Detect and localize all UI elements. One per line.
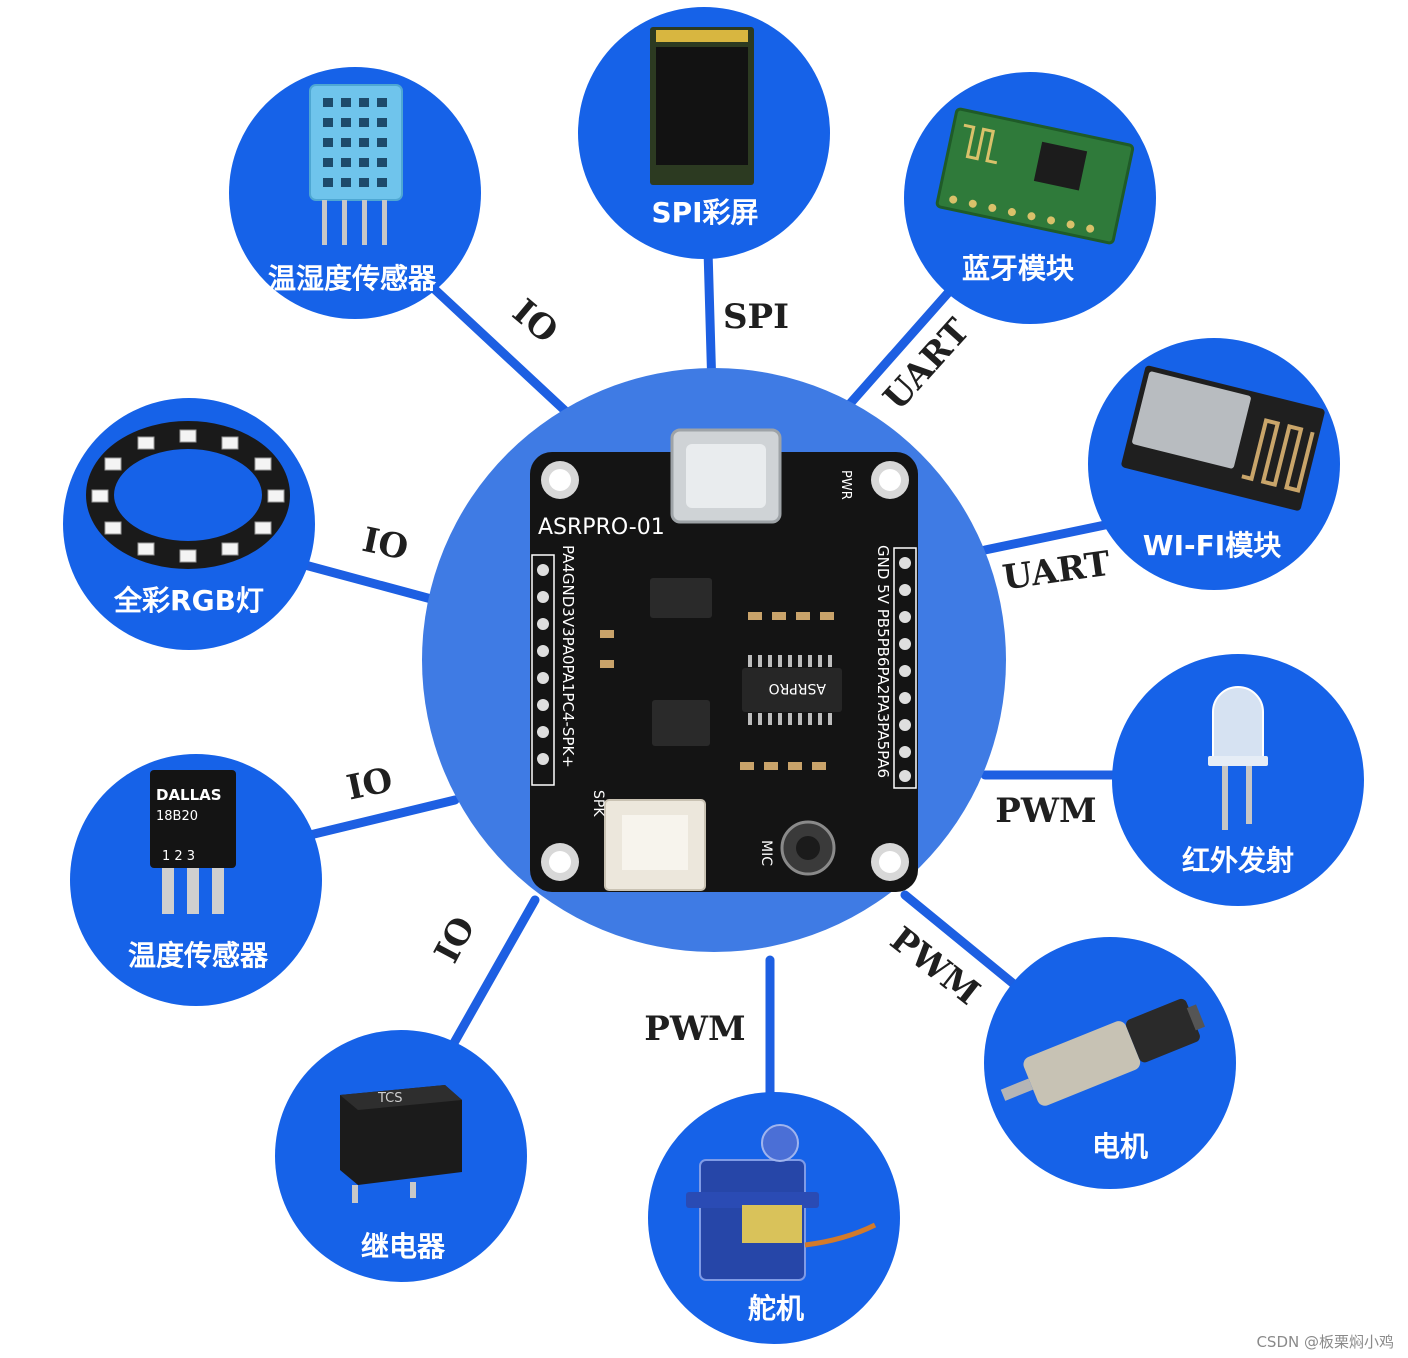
board-name: ASRPRO-01 bbox=[538, 515, 665, 540]
tft-screen-icon bbox=[650, 27, 754, 185]
chip-marking: ASRPRO bbox=[769, 680, 826, 696]
node-motor-label: 电机 bbox=[1092, 1130, 1148, 1163]
node-wifi: WI-FI模块 bbox=[1088, 338, 1340, 590]
dc-motor-icon bbox=[1000, 998, 1206, 1106]
connector-lines bbox=[300, 245, 1125, 1105]
spk-label: SPK bbox=[590, 790, 606, 817]
node-rgb: 全彩RGB灯 bbox=[63, 398, 315, 650]
rgb-ring-icon bbox=[86, 421, 290, 569]
node-ir-label: 红外发射 bbox=[1182, 844, 1294, 877]
right-pin-labels: GND 5V PB5PB6PA2PA3PA5PA6 bbox=[874, 545, 892, 778]
protocol-label-motor: PWM bbox=[883, 919, 988, 1013]
protocol-label-bt: UART bbox=[876, 311, 978, 418]
bluetooth-module-icon bbox=[935, 107, 1135, 245]
node-rgb-label: 全彩RGB灯 bbox=[113, 584, 264, 617]
node-spi: SPI彩屏 bbox=[578, 7, 830, 259]
node-spi-label: SPI彩屏 bbox=[651, 196, 758, 229]
node-bt: 蓝牙模块 bbox=[904, 72, 1156, 324]
wifi-module-icon bbox=[1121, 365, 1325, 511]
node-dht-label: 温湿度传感器 bbox=[268, 262, 437, 295]
protocol-label-temp: IO bbox=[343, 760, 396, 809]
protocol-label-dht: IO bbox=[505, 292, 566, 352]
connector-motor bbox=[900, 890, 1020, 990]
node-ir-circle bbox=[1112, 654, 1364, 906]
mic-label: MIC bbox=[758, 840, 774, 866]
node-temp: DALLAS 18B20 1 2 3 温度传感器 bbox=[70, 754, 322, 1006]
left-pin-labels: PA4GND3V3PA0PA1PC4-SPK+ bbox=[559, 545, 577, 768]
ds18b20-pins: 1 2 3 bbox=[162, 849, 195, 864]
node-servo-label: 舵机 bbox=[748, 1292, 804, 1325]
node-servo: 舵机 bbox=[648, 1092, 900, 1344]
chip-left bbox=[652, 700, 710, 746]
node-dht: 温湿度传感器 bbox=[229, 67, 481, 319]
connector-bt bbox=[835, 280, 960, 420]
protocol-label-wifi: UART bbox=[1000, 544, 1112, 599]
ds18b20-brand: DALLAS bbox=[156, 786, 222, 804]
protocol-label-ir: PWM bbox=[995, 791, 1096, 831]
asrpro-chip bbox=[742, 668, 842, 712]
pwr-label: PWR bbox=[838, 470, 853, 500]
servo-icon bbox=[686, 1124, 877, 1281]
relay-brand: TCS bbox=[377, 1091, 403, 1106]
connector-dht bbox=[425, 280, 580, 425]
relay-icon: TCS bbox=[340, 1085, 462, 1203]
connector-temp bbox=[305, 795, 460, 840]
node-ir: 红外发射 bbox=[1112, 654, 1364, 906]
node-wifi-label: WI-FI模块 bbox=[1143, 529, 1281, 562]
connector-rgb bbox=[300, 560, 440, 605]
hub: ASRPRO-01 PWR PA4GND3V3PA0PA1PC4-SPK+ GN… bbox=[422, 368, 1006, 952]
dht-sensor-icon bbox=[309, 84, 403, 245]
node-temp-label: 温度传感器 bbox=[128, 939, 269, 972]
ds18b20-model: 18B20 bbox=[156, 809, 198, 824]
chip-top bbox=[650, 578, 712, 618]
protocol-label-rgb: IO bbox=[359, 520, 412, 569]
connector-relay bbox=[445, 895, 540, 1055]
asrpro-board: ASRPRO-01 PWR PA4GND3V3PA0PA1PC4-SPK+ GN… bbox=[530, 428, 918, 892]
right-header bbox=[893, 547, 917, 789]
protocol-label-servo: PWM bbox=[644, 1009, 745, 1049]
node-motor: 电机 bbox=[984, 937, 1236, 1189]
protocol-label-relay: IO bbox=[427, 910, 484, 969]
watermark: CSDN @板栗焖小鸡 bbox=[1256, 1333, 1394, 1351]
node-relay-label: 继电器 bbox=[361, 1230, 446, 1263]
ir-led-icon bbox=[1208, 686, 1268, 830]
pcb bbox=[530, 452, 918, 892]
node-relay: TCS 继电器 bbox=[275, 1030, 527, 1282]
left-header bbox=[531, 554, 555, 786]
connector-spi bbox=[703, 245, 717, 395]
connector-wifi bbox=[980, 520, 1110, 555]
ds18b20-icon: DALLAS 18B20 1 2 3 bbox=[150, 770, 236, 914]
protocol-label-spi: SPI bbox=[723, 297, 789, 337]
node-bt-label: 蓝牙模块 bbox=[962, 252, 1074, 285]
